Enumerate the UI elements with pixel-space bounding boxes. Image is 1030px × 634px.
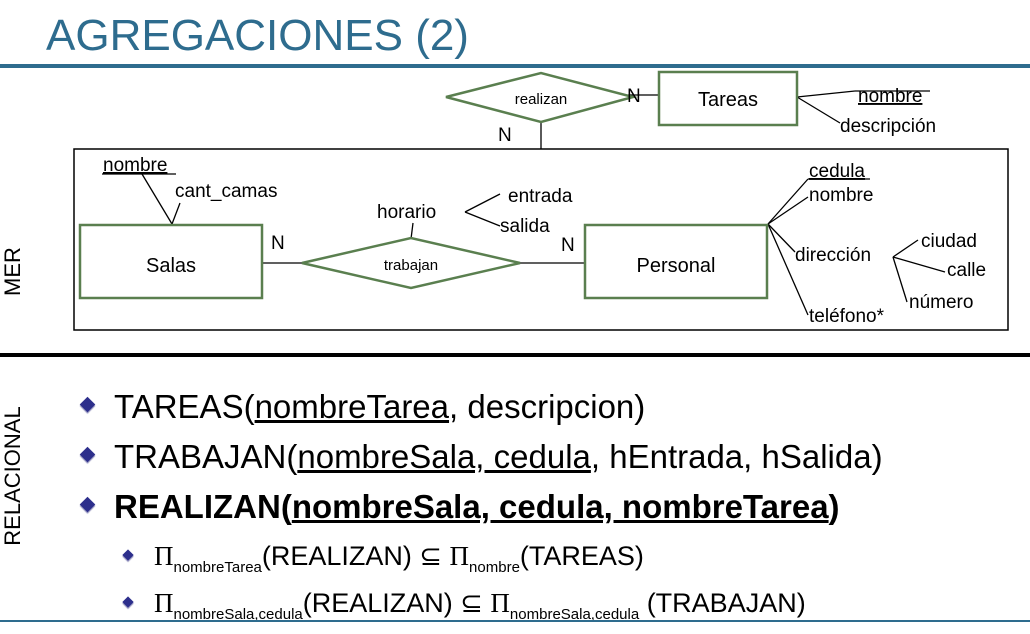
direccion-attr-ciudad: ciudad	[921, 231, 977, 252]
personal-attr-cedula: cedula	[809, 161, 865, 182]
personal-entity	[583, 223, 769, 300]
projection-pi-2b: Π	[490, 588, 510, 618]
personal-telefono-line	[767, 223, 809, 316]
personal-attr-telefono: teléfono*	[809, 306, 885, 327]
schema-trabajan-name: TRABAJAN(	[114, 438, 298, 475]
diamond-bullet-icon	[79, 446, 96, 463]
projection-end-2: (TRABAJAN)	[639, 588, 806, 618]
relational-schema-list: TAREAS(nombreTarea, descripcion) TRABAJA…	[79, 387, 883, 631]
direccion-attr-calle: calle	[947, 260, 986, 281]
cardinality-realizan-aggregation: N	[498, 125, 512, 146]
personal-nombre-line	[767, 196, 809, 225]
trabajan-horario-line	[410, 222, 414, 240]
tareas-nombre-line	[796, 90, 856, 98]
section-label-relacional: RELACIONAL	[0, 406, 25, 546]
page-title: AGREGACIONES (2)	[46, 11, 469, 60]
footer-rule	[0, 620, 1030, 622]
schema-trabajan-key: nombreSala, cedula	[297, 438, 591, 475]
projection-sub-2b: nombreSala,cedula	[509, 606, 640, 623]
cardinality-realizan-tareas: N	[627, 86, 641, 107]
trabajan-relationship	[301, 236, 521, 290]
projection-pi-2a: Π	[154, 588, 174, 618]
salas-entity	[78, 223, 264, 300]
salas-label: Salas	[146, 255, 196, 277]
horario-attr-salida: salida	[500, 216, 550, 237]
schema-realizan-rest: )	[828, 488, 840, 525]
projection-mid-2: (REALIZAN) ⊆	[302, 588, 491, 618]
diamond-bullet-icon	[79, 396, 96, 413]
tareas-label: Tareas	[698, 89, 758, 111]
projection-sub-1b: nombre	[469, 559, 520, 576]
tareas-descripcion-line	[796, 96, 841, 124]
salas-attr-cant-camas: cant_camas	[175, 181, 277, 202]
horario-attr-entrada: entrada	[508, 186, 573, 207]
diamond-bullet-icon	[79, 496, 96, 513]
title-underline	[0, 64, 1030, 68]
personal-cedula-line	[767, 178, 809, 225]
constraint-projection-2: ΠnombreSala,cedula(REALIZAN) ⊆ ΠnombreSa…	[120, 584, 883, 631]
personal-direccion-line	[767, 223, 796, 253]
schema-tareas: TAREAS(nombreTarea, descripcion)	[79, 387, 883, 437]
salas-attr-nombre: nombre	[103, 155, 167, 176]
projection-end-1: (TAREAS)	[519, 541, 644, 571]
projection-mid-1: (REALIZAN) ⊆	[261, 541, 450, 571]
personal-attr-direccion: dirección	[795, 245, 871, 266]
schema-tareas-key: nombreTarea	[254, 388, 450, 425]
section-divider	[0, 353, 1030, 357]
schema-trabajan-rest: , hEntrada, hSalida)	[590, 438, 883, 475]
projection-pi-1a: Π	[154, 541, 174, 571]
diamond-bullet-icon	[122, 549, 134, 561]
cardinality-trabajan-personal: N	[561, 235, 575, 256]
projection-sub-1a: nombreTarea	[173, 559, 262, 576]
direccion-attr-numero: número	[909, 292, 973, 313]
schema-tareas-rest: , descripcion)	[449, 388, 646, 425]
schema-realizan-key: nombreSala, cedula, nombreTarea	[291, 488, 829, 525]
personal-attr-nombre: nombre	[809, 185, 873, 206]
cardinality-salas-trabajan: N	[271, 233, 285, 254]
horario-salida-line	[464, 211, 501, 227]
realizan-label: realizan	[515, 91, 568, 108]
realizan-relationship	[445, 71, 638, 124]
tareas-attr-nombre: nombre	[858, 86, 922, 107]
er-diagram: Tareas Salas Personal realizan trabajan …	[73, 70, 1009, 331]
direccion-calle-line	[892, 256, 946, 273]
horario-entrada-line	[464, 193, 501, 213]
direccion-numero-line	[892, 256, 908, 303]
trabajan-label: trabajan	[384, 257, 438, 274]
tareas-entity	[657, 70, 799, 127]
salas-cantcamas-line	[171, 202, 181, 225]
trabajan-attr-horario: horario	[377, 202, 436, 223]
tareas-attr-descripcion: descripción	[840, 116, 936, 137]
schema-tareas-name: TAREAS(	[114, 388, 255, 425]
schema-trabajan: TRABAJAN(nombreSala, cedula, hEntrada, h…	[79, 437, 883, 487]
personal-label: Personal	[637, 255, 716, 277]
projection-sub-2a: nombreSala,cedula	[173, 606, 303, 623]
salas-nombre-line	[141, 173, 173, 225]
direccion-ciudad-line	[892, 239, 919, 258]
schema-realizan: REALIZAN(nombreSala, cedula, nombreTarea…	[79, 487, 883, 537]
schema-realizan-name: REALIZAN(	[114, 488, 292, 525]
projection-pi-1b: Π	[449, 541, 470, 571]
constraint-projection-1: ΠnombreTarea(REALIZAN) ⊆ Πnombre(TAREAS)	[120, 537, 883, 584]
diamond-bullet-icon	[122, 596, 134, 608]
